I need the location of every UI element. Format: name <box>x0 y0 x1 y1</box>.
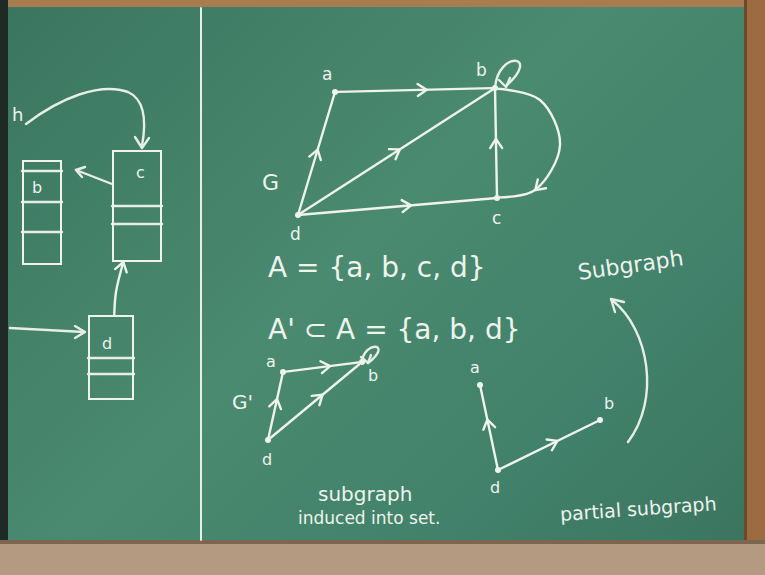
graph-vertex: a <box>332 89 338 95</box>
graph-vertex: a <box>280 369 286 375</box>
record-label: b <box>32 180 42 196</box>
directed-edge <box>301 198 494 214</box>
vertex-label: b <box>476 62 487 79</box>
caption-note: subgraph <box>318 484 412 504</box>
arrowhead <box>483 420 495 430</box>
bracket-arrow-head <box>611 299 624 312</box>
graph-vertex: d <box>295 212 301 218</box>
caption-note: induced into set. <box>298 510 440 527</box>
vertex-label: a <box>322 66 332 83</box>
vertex-label: d <box>290 226 301 243</box>
arrowhead <box>115 262 127 272</box>
caption-note: partial subgraph <box>559 494 717 524</box>
record-row-line <box>112 223 162 225</box>
arrowhead <box>312 395 323 405</box>
set-definition: A = {a, b, c, d} <box>268 254 486 282</box>
bracket-arrow <box>612 300 647 442</box>
edge-group <box>501 421 597 468</box>
frame-left <box>0 0 8 575</box>
arrowhead <box>389 149 400 159</box>
pointer-curve <box>26 89 144 146</box>
graph-vertex: d <box>495 467 501 473</box>
arrowhead <box>269 399 281 409</box>
edge-group <box>269 375 283 437</box>
arrowhead <box>418 84 427 96</box>
arrowhead <box>535 180 546 191</box>
edge-group <box>490 91 502 195</box>
vertex-label: d <box>490 480 500 496</box>
frame-right-edge <box>744 0 747 575</box>
graph-vertex: d <box>265 437 271 443</box>
pointer-line <box>10 328 84 332</box>
graph-vertex: b <box>492 85 498 91</box>
record-row-line <box>22 231 62 233</box>
record-box: d <box>88 315 134 400</box>
directed-edge <box>338 88 492 92</box>
vertex-label: c <box>492 210 501 227</box>
directed-edge <box>271 364 359 437</box>
edge-group <box>301 198 494 214</box>
vertex-label: d <box>262 452 272 468</box>
record-row-line <box>88 373 134 375</box>
edge-group <box>286 361 359 373</box>
pointer-head <box>135 137 149 148</box>
arrowhead <box>402 200 411 212</box>
record-row-line <box>22 201 62 203</box>
self-loop <box>495 61 520 88</box>
directed-edge <box>498 89 560 198</box>
graph-vertex: a <box>477 382 483 388</box>
directed-edge <box>286 362 359 371</box>
graph-name: G <box>262 172 279 194</box>
note: Subgraph <box>576 247 684 284</box>
record-label: d <box>102 336 112 352</box>
edge-group <box>301 90 492 213</box>
graph-vertex: b <box>597 417 603 423</box>
record-row-line <box>88 357 134 359</box>
directed-edge <box>495 91 497 195</box>
graph-vertex: c <box>494 195 500 201</box>
arrowhead <box>490 139 502 148</box>
chalk-ledge <box>0 542 765 575</box>
directed-edge <box>301 90 492 213</box>
vertex-label: a <box>266 354 276 370</box>
vertex-label: a <box>470 360 480 376</box>
variable-name: h <box>12 106 23 124</box>
edge-group <box>498 89 560 198</box>
graph-name: G' <box>232 392 253 412</box>
record-label: c <box>136 165 145 181</box>
frame-right <box>746 0 765 575</box>
arrowhead <box>320 361 330 373</box>
set-definition: A' ⊂ A = {a, b, d} <box>268 316 520 344</box>
pointer-head <box>75 326 85 338</box>
edge-group <box>271 364 359 437</box>
frame-top <box>0 0 765 7</box>
directed-edge <box>501 421 597 468</box>
arrowhead <box>547 439 558 450</box>
vertex-label: b <box>604 396 614 412</box>
record-box: c <box>112 150 162 262</box>
divider-line <box>200 8 202 540</box>
record-box: b <box>22 160 62 265</box>
edge-group <box>481 388 498 467</box>
pointer-head <box>76 167 85 177</box>
vertex-label: b <box>368 368 378 384</box>
self-loop-head <box>499 78 510 87</box>
edge-group <box>338 84 492 96</box>
directed-edge <box>481 388 498 467</box>
record-row-line <box>112 205 162 207</box>
edge-group <box>114 262 126 315</box>
record-row-line <box>22 170 62 172</box>
directed-edge <box>269 375 283 437</box>
arrowhead <box>309 150 320 160</box>
chalk-ledge-edge <box>0 540 765 544</box>
graph-vertex: b <box>359 359 365 365</box>
